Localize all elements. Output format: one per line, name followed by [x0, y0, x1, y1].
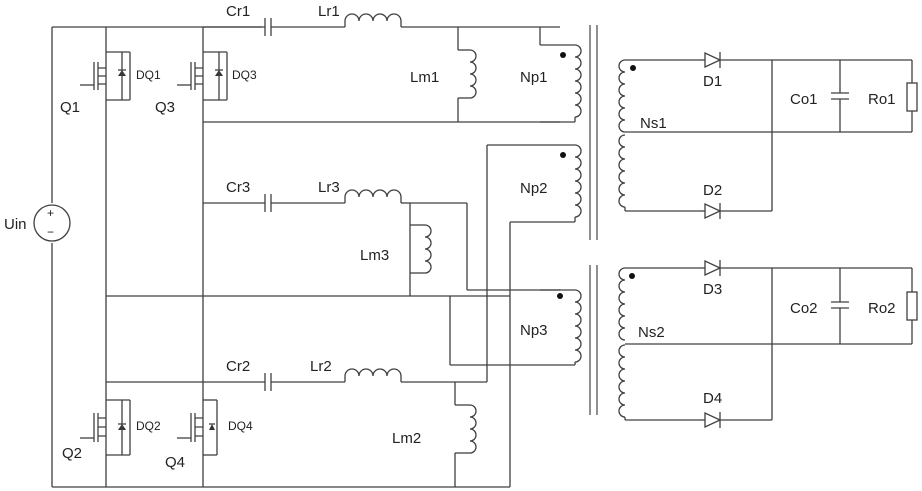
voltage-source-uin: + − Uin: [4, 205, 70, 241]
label-d3: D3: [703, 281, 722, 298]
label-co2: Co2: [790, 300, 818, 317]
label-d4: D4: [703, 390, 722, 407]
label-cr2: Cr2: [226, 358, 250, 375]
label-lm3: Lm3: [360, 247, 389, 264]
primary-winding-np2: Np2: [487, 145, 581, 487]
tank-1: Cr1 Lr1 Lm1: [203, 3, 560, 122]
label-np3: Np3: [520, 322, 548, 339]
label-ns2: Ns2: [638, 324, 665, 341]
label-co1: Co1: [790, 91, 818, 108]
tank-3: Cr3 Lr3 Lm3: [203, 179, 560, 296]
mosfet-q2: DQ2 Q2: [62, 400, 161, 462]
label-ro1: Ro1: [868, 91, 896, 108]
secondary-ns2: Ns2 D3 D4 Co2 Ro2: [619, 260, 917, 428]
mosfet-q1: DQ1 Q1: [60, 52, 161, 116]
primary-winding-np1: Np1: [520, 27, 581, 122]
label-d2: D2: [703, 182, 722, 199]
label-uin: Uin: [4, 216, 27, 233]
label-q4: Q4: [165, 454, 185, 471]
mosfet-q3: DQ3 Q3: [155, 52, 257, 116]
source-minus-sign: −: [47, 225, 54, 239]
label-lr3: Lr3: [318, 179, 340, 196]
label-lm2: Lm2: [392, 430, 421, 447]
secondary-ns1: Ns1 D1 D2 Co1 Ro1: [619, 52, 917, 219]
label-ro2: Ro2: [868, 300, 896, 317]
label-dq4: DQ4: [228, 419, 253, 433]
label-cr1: Cr1: [226, 3, 250, 20]
transformer-cores: [590, 25, 597, 415]
label-np1: Np1: [520, 69, 548, 86]
label-q2: Q2: [62, 445, 82, 462]
label-q1: Q1: [60, 99, 80, 116]
label-d1: D1: [703, 73, 722, 90]
label-dq2: DQ2: [136, 419, 161, 433]
bus-wires: [52, 27, 510, 487]
label-dq1: DQ1: [136, 68, 161, 82]
mosfet-q4: DQ4 Q4: [165, 400, 253, 471]
label-lr2: Lr2: [310, 358, 332, 375]
primary-winding-np3: Np3: [450, 290, 581, 365]
label-dq3: DQ3: [232, 68, 257, 82]
source-plus-sign: +: [47, 206, 54, 220]
label-ns1: Ns1: [640, 115, 667, 132]
label-lr1: Lr1: [318, 3, 340, 20]
label-cr3: Cr3: [226, 179, 250, 196]
label-lm1: Lm1: [410, 69, 439, 86]
label-np2: Np2: [520, 180, 548, 197]
label-q3: Q3: [155, 99, 175, 116]
